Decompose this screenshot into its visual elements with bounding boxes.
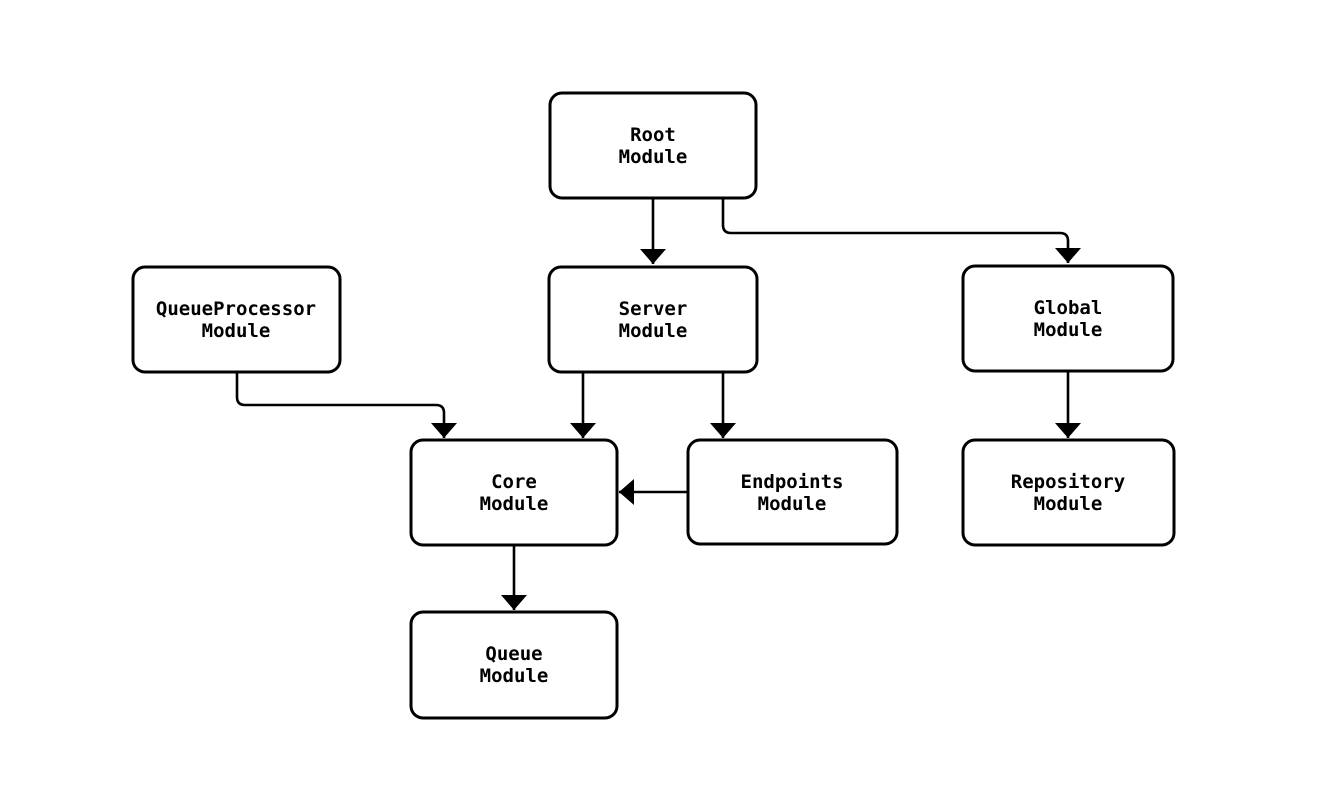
node-global: Global Module [961,264,1175,373]
node-queueprocessor: QueueProcessor Module [131,265,342,374]
edge-queueprocessor-to-core [235,372,457,438]
node-server: Server Module [547,265,759,374]
node-root-label-line2: Module [619,146,688,168]
node-root-label-line1: Root [630,124,676,146]
node-core-label-line2: Module [480,493,549,515]
node-endpoints-label-line1: Endpoints [741,471,844,493]
node-repository-label-line2: Module [1034,493,1103,515]
node-repository: Repository Module [961,438,1176,547]
node-endpoints-label-line2: Module [758,493,827,515]
edge-layer [235,198,1081,610]
node-server-label-line2: Module [619,320,688,342]
node-queue-label-line2: Module [480,665,549,687]
edge-root-to-global [721,198,1081,263]
node-endpoints-box [686,438,899,546]
node-layer: Root Module Server Module QueueProcessor… [131,91,1176,720]
node-queue-box [409,610,619,720]
node-global-label-line2: Module [1034,319,1103,341]
node-global-label-line1: Global [1034,297,1103,319]
node-queueprocessor-label-line2: Module [202,320,271,342]
node-queueprocessor-box [131,265,342,374]
node-server-box [547,265,759,374]
node-core-box [409,438,619,547]
node-repository-label-line1: Repository [1011,471,1125,493]
node-root-box [548,91,758,200]
node-core-label-line1: Core [491,471,537,493]
node-global-box [961,264,1175,373]
node-root: Root Module [548,91,758,200]
node-endpoints: Endpoints Module [686,438,899,546]
node-queue: Queue Module [409,610,619,720]
node-core: Core Module [409,438,619,547]
node-server-label-line1: Server [619,298,688,320]
node-queue-label-line1: Queue [485,643,542,665]
node-repository-box [961,438,1176,547]
node-queueprocessor-label-line1: QueueProcessor [156,298,316,320]
